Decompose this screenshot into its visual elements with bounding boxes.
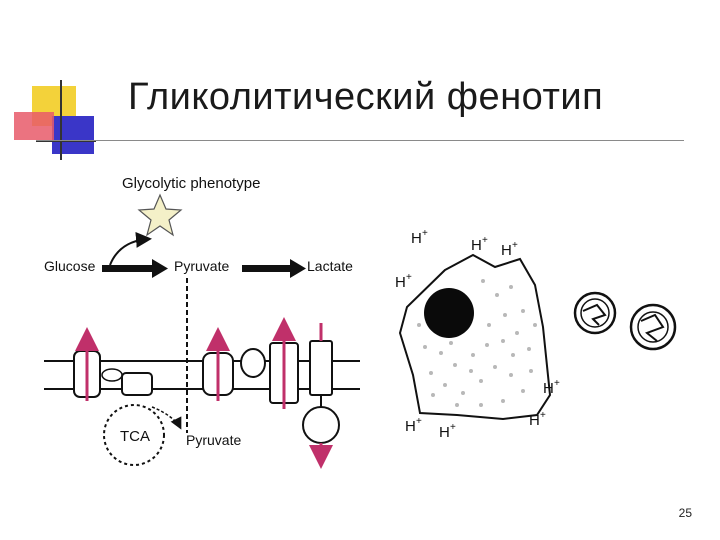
deco-horizontal-line — [36, 140, 96, 142]
title-divider — [36, 140, 684, 141]
proton-label-4: H + — [395, 272, 412, 291]
glucose-pyruvate-arrow — [102, 265, 154, 272]
transporter-4 — [240, 348, 266, 378]
proton-symbol: H — [395, 274, 406, 291]
deco-red-square — [14, 112, 54, 140]
curved-arrow-icon — [109, 231, 152, 266]
proton-label-6: H + — [405, 416, 422, 435]
page-number: 25 — [678, 506, 692, 520]
apoptotic-cell-1 — [573, 291, 617, 335]
proton-symbol: H — [405, 418, 416, 435]
pyruvate-label: Pyruvate — [174, 258, 229, 274]
transporter-6 — [309, 340, 333, 396]
proton-symbol: H — [543, 380, 554, 397]
proton-label-8: H + — [529, 410, 546, 429]
cell-nucleus — [424, 288, 474, 338]
proton-charge: + — [540, 410, 546, 421]
pyruvate-lactate-arrow — [242, 265, 292, 272]
proton-charge: + — [422, 228, 428, 239]
tca-to-pyruvate-arrow — [151, 406, 182, 430]
deco-vertical-line — [60, 80, 62, 160]
proton-charge: + — [554, 378, 560, 389]
proton-label-2: H + — [471, 235, 488, 254]
glucose-pyruvate-arrowhead — [152, 259, 168, 278]
slide-title: Гликолитический фенотип — [128, 76, 604, 118]
proton-symbol: H — [529, 412, 540, 429]
star-icon — [137, 193, 183, 237]
proton-symbol: H — [439, 424, 450, 441]
cell-diagram: H + H + H + H + H + H + H + H + — [395, 228, 677, 441]
deco-blue-square — [52, 116, 94, 154]
tca-cycle — [103, 404, 165, 466]
proton-charge: + — [512, 240, 518, 251]
proton-charge: + — [482, 235, 488, 246]
proton-label-7: H + — [439, 422, 456, 441]
lactate-label: Lactate — [307, 258, 353, 274]
transporter-2 — [121, 372, 153, 396]
proton-label-3: H + — [501, 240, 518, 259]
apoptotic-cell-2 — [629, 303, 677, 351]
proton-charge: + — [406, 272, 412, 283]
pyruvate-lactate-arrowhead — [290, 259, 306, 278]
transporter-1-small — [101, 368, 123, 382]
proton-symbol: H — [471, 237, 482, 254]
proton-label-5: H + — [543, 378, 560, 397]
tca-label: TCA — [120, 428, 150, 445]
transporter-6-bulb — [302, 406, 340, 444]
proton-charge: + — [450, 422, 456, 433]
proton-label-1: H + — [411, 228, 428, 247]
proton-symbol: H — [411, 230, 422, 247]
cell-body — [398, 253, 552, 421]
proton-charge: + — [416, 416, 422, 427]
glycolysis-diagram: Glycolytic phenotype Glucose Pyruvate La… — [44, 175, 360, 469]
proton-symbol: H — [501, 242, 512, 259]
heading-label: Glycolytic phenotype — [122, 175, 260, 192]
glucose-label: Glucose — [44, 258, 96, 274]
pyruvate-lower-label: Pyruvate — [186, 432, 241, 448]
